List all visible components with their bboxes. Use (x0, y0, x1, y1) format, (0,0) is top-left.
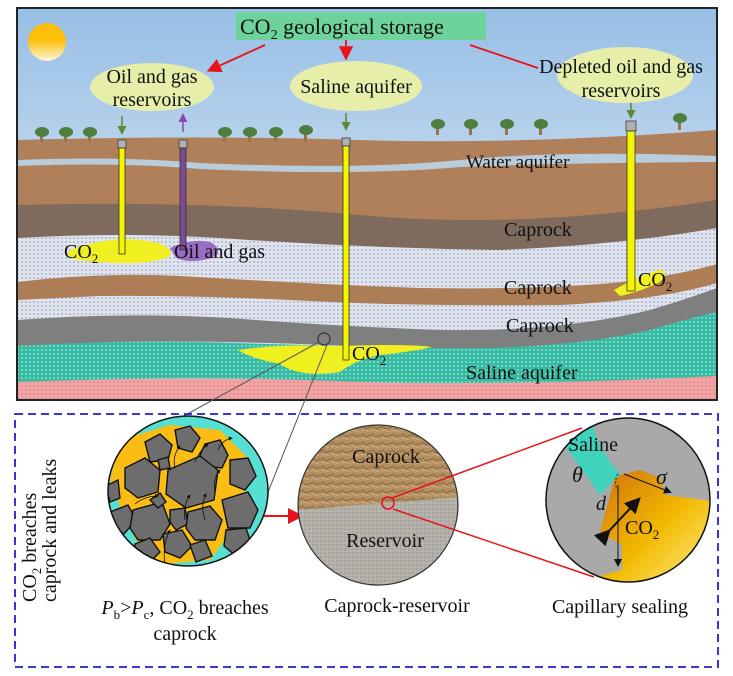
well-oil-gas (178, 139, 188, 251)
basement-layer (17, 376, 717, 400)
label-caprock-1: Caprock (504, 219, 572, 241)
svg-text:CO2 breaches: CO2 breaches (19, 493, 44, 602)
callout-line (259, 344, 328, 513)
tree-icon (218, 127, 232, 142)
caption-breach-condition-line2: caprock (153, 623, 216, 645)
co2-plume-center (238, 345, 432, 374)
cross-section-frame (16, 7, 718, 401)
storage-type-depleted: Depleted oil and gas (539, 56, 703, 78)
storage-type-saline: Saline aquifer (300, 76, 412, 98)
svg-text:caprock and leaks: caprock and leaks (39, 459, 61, 602)
well-co2-right (625, 120, 637, 292)
label-co2-center: CO2 (352, 343, 386, 368)
diagram-title: CO2 geological storage (240, 14, 444, 43)
storage-type-oil-gas-line2: reservoirs (113, 89, 192, 111)
tree-icon (673, 113, 687, 130)
tree-icon (500, 119, 514, 135)
label-caprock-2: Caprock (504, 277, 572, 299)
title-box (236, 12, 486, 40)
tree-icon (299, 125, 313, 142)
oil-gas-reservoir-bubble (90, 63, 214, 111)
storage-type-depleted-line2: reservoirs (582, 80, 661, 102)
depleted-reservoir-bubble (557, 47, 693, 103)
label-oil-and-gas: Oil and gas (174, 241, 265, 263)
callout-line-red (391, 427, 583, 499)
label-water-aquifer: Water aquifer (466, 152, 570, 173)
caprock-brown-layer (17, 264, 717, 306)
tree-icon (59, 127, 73, 142)
tree-icon (534, 119, 548, 135)
label-co2-left: CO2 (64, 241, 98, 266)
label-co2-detail: CO2 (625, 517, 659, 542)
label-reservoir-detail: Reservoir (346, 530, 424, 552)
cross-section (17, 8, 717, 400)
sun-icon (28, 23, 66, 61)
saline-aquifer-bubble (290, 61, 422, 111)
water-aquifer-stripe (17, 153, 717, 173)
caption-breach-condition: Pb>Pc, CO2 breaches (100, 597, 268, 622)
caption-caprock-reservoir: Caprock-reservoir (324, 595, 470, 617)
pore-diameter-arrow-icon (593, 497, 641, 547)
tree-icon (83, 127, 97, 142)
callout-line-red (392, 508, 595, 578)
label-d: d (596, 493, 607, 515)
contact-angle-arc (615, 473, 621, 493)
tree-icon (35, 127, 49, 142)
arrow-to-oil-gas (206, 44, 266, 73)
well-co2-center (341, 137, 351, 361)
flow-arrows (134, 436, 233, 565)
label-saline-detail: Saline (568, 434, 618, 456)
storage-type-oil-gas: Oil and gas (106, 66, 197, 88)
label-caprock-3: Caprock (506, 315, 574, 337)
well-co2-left (117, 139, 127, 255)
detail-panel-frame (14, 413, 719, 668)
label-theta: θ (572, 462, 583, 487)
side-label: CO2 breaches caprock and leaks (19, 459, 61, 602)
panel-pore-network (107, 415, 269, 567)
label-co2-right: CO2 (638, 269, 672, 294)
interfacial-tension-arrow-icon (623, 473, 672, 494)
tree-icon (243, 127, 257, 142)
interface-zoom-circle (381, 496, 395, 510)
label-sigma: σ (656, 464, 668, 489)
trees (35, 113, 687, 142)
caprock-gray-layer (17, 288, 717, 349)
tree-icon (464, 119, 478, 135)
zoom-callout-circle (317, 332, 331, 346)
label-saline-aquifer: Saline aquifer (466, 362, 578, 384)
label-caprock-detail: Caprock (352, 446, 420, 468)
tree-icon (269, 127, 283, 142)
arrow-to-depleted (469, 44, 539, 69)
tree-icon (431, 119, 445, 135)
caption-capillary-sealing: Capillary sealing (552, 596, 688, 618)
